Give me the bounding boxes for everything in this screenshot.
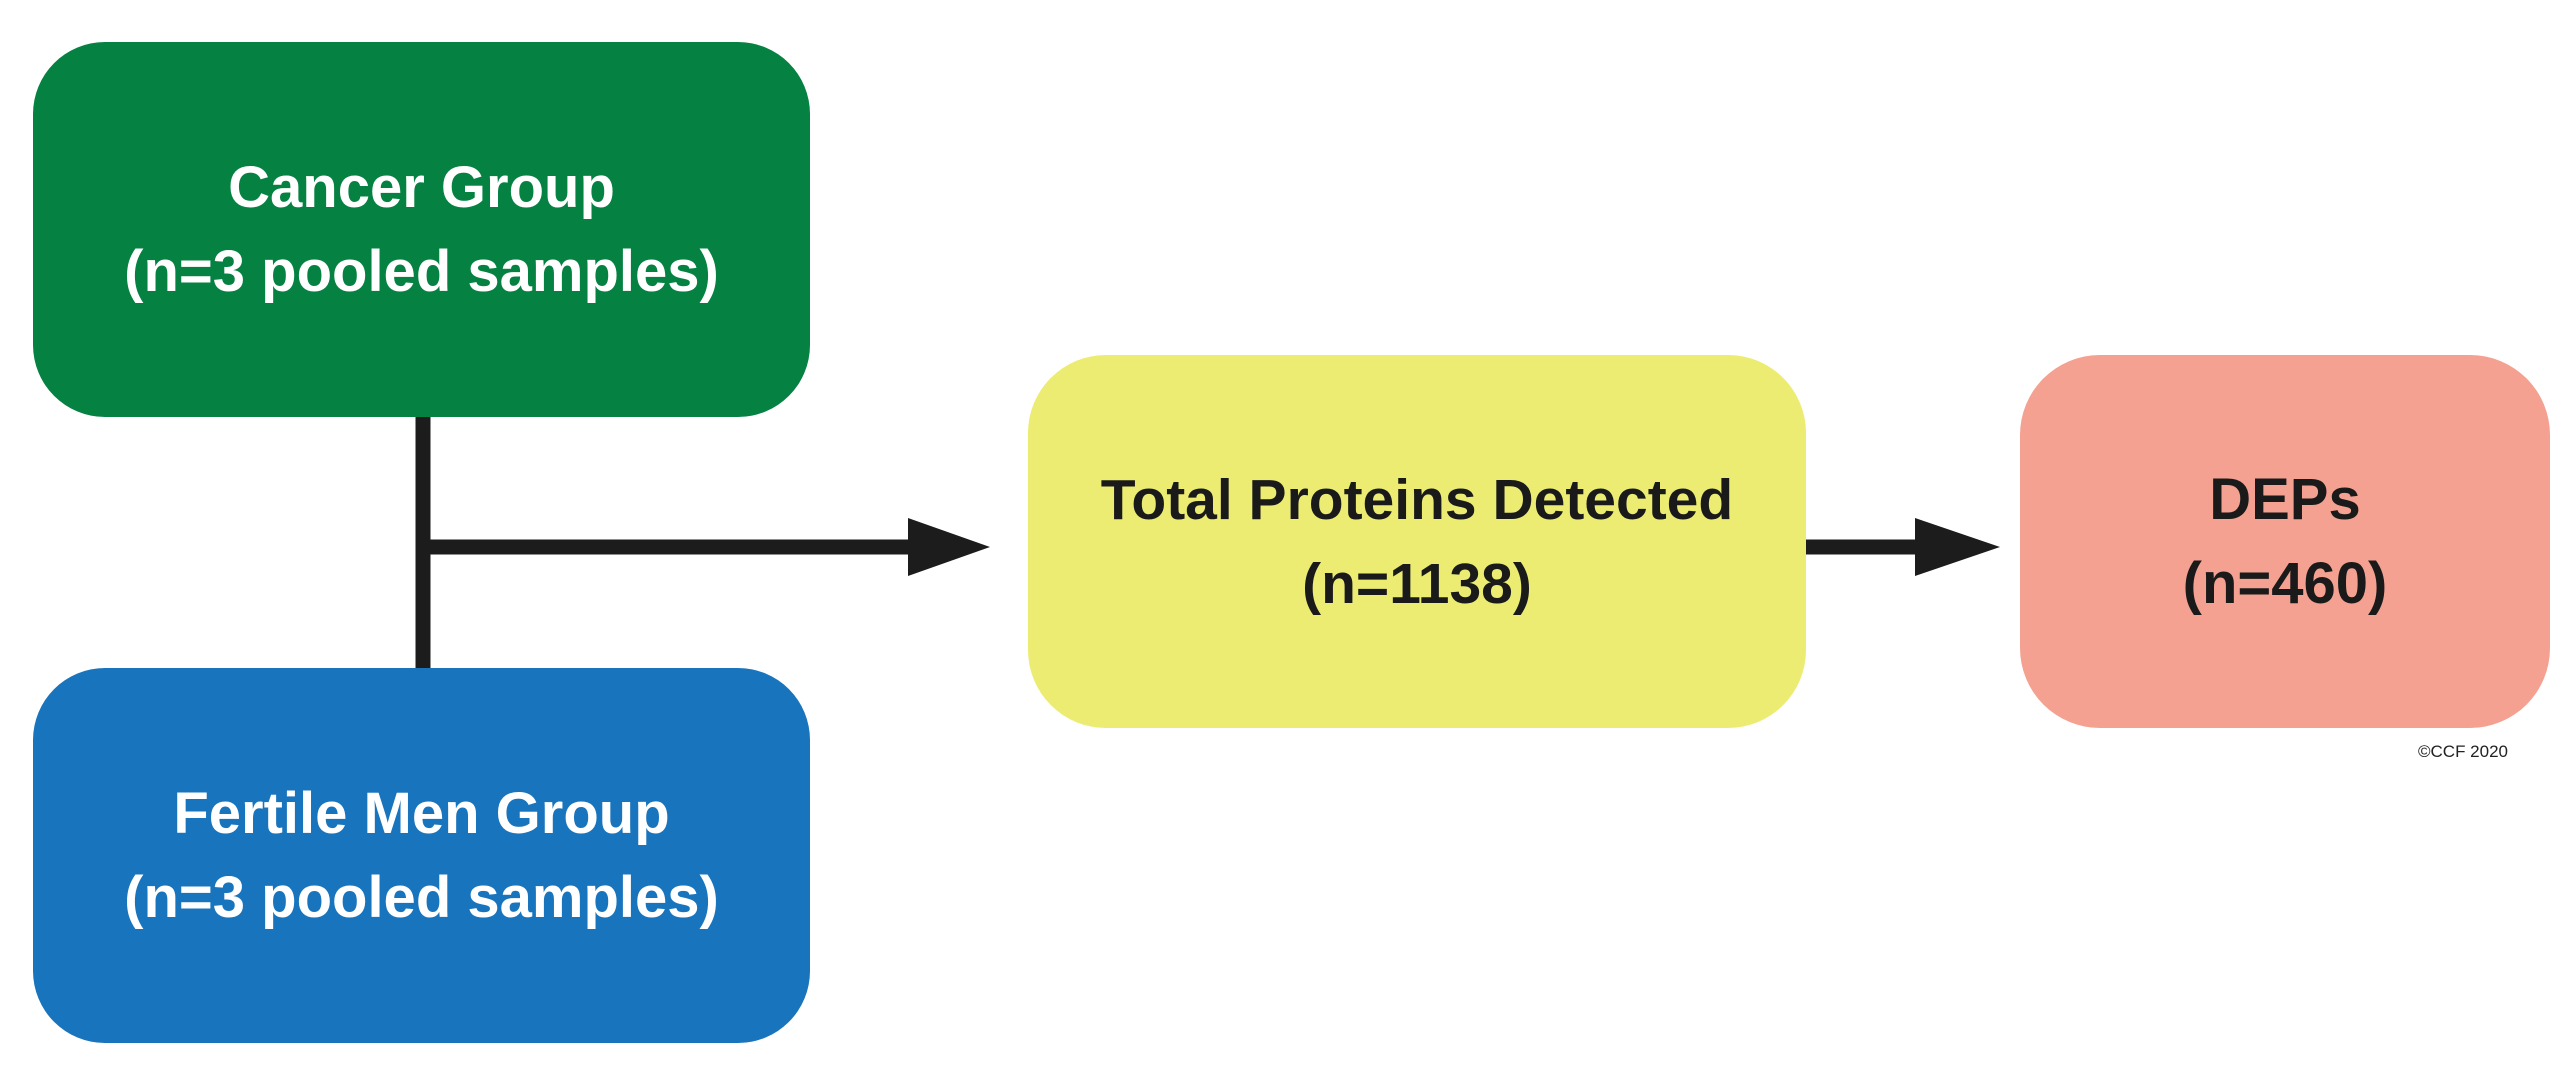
total-proteins-subtitle: (n=1138)	[1302, 551, 1532, 616]
arrowhead-to-deps	[1915, 518, 2000, 576]
copyright-notice: ©CCF 2020	[2418, 742, 2509, 761]
deps-box: DEPs (n=460)	[2020, 355, 2550, 728]
deps-subtitle: (n=460)	[2182, 550, 2388, 616]
cancer-group-title: Cancer Group	[228, 154, 615, 220]
cancer-group-subtitle: (n=3 pooled samples)	[124, 238, 719, 304]
fertile-men-group-title: Fertile Men Group	[173, 780, 670, 846]
fertile-men-group-subtitle: (n=3 pooled samples)	[124, 864, 719, 930]
total-proteins-title: Total Proteins Detected	[1100, 467, 1734, 532]
total-proteins-box: Total Proteins Detected (n=1138)	[1028, 355, 1806, 728]
arrowhead-to-total	[908, 518, 990, 576]
cancer-group-box: Cancer Group (n=3 pooled samples)	[33, 42, 810, 417]
fertile-men-group-box: Fertile Men Group (n=3 pooled samples)	[33, 668, 810, 1043]
deps-title: DEPs	[2209, 466, 2361, 532]
